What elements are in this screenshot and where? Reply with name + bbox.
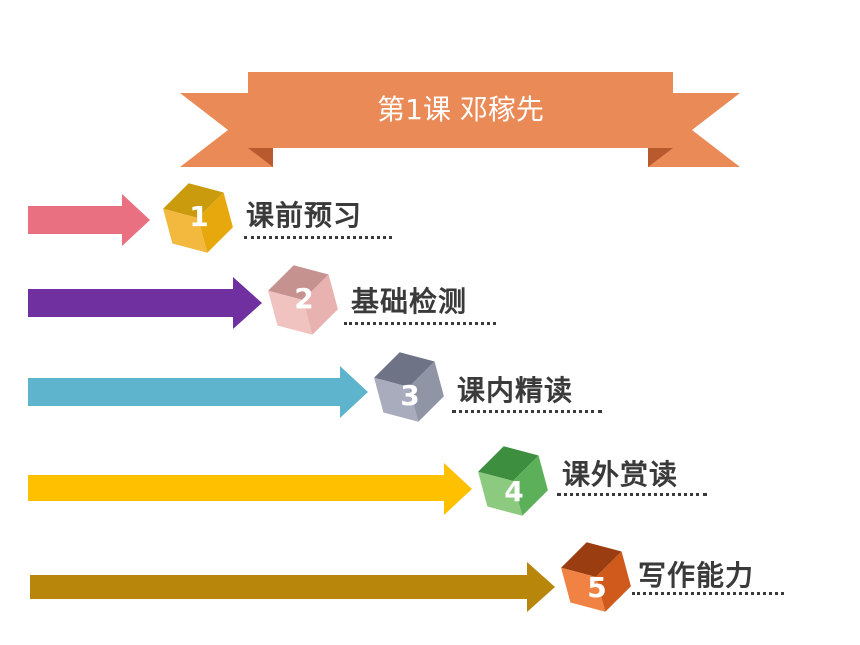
section-dots-2 bbox=[344, 322, 496, 325]
page-title: 第1课 邓稼先 bbox=[377, 93, 544, 126]
section-dots-5 bbox=[632, 592, 784, 595]
section-item-4[interactable]: 4 课外赏读 bbox=[0, 438, 860, 538]
section-label-5: 写作能力 bbox=[638, 559, 755, 592]
arrow-1 bbox=[28, 183, 233, 253]
banner-left-fold bbox=[248, 148, 273, 167]
arrow-4 bbox=[28, 446, 548, 516]
section-item-3[interactable]: 3 课内精读 bbox=[0, 341, 860, 441]
cube-1-left-face bbox=[163, 208, 208, 253]
cube-1-right-face bbox=[198, 192, 233, 253]
cube-5-top-face bbox=[561, 542, 622, 577]
banner-panel bbox=[248, 72, 673, 148]
section-dots-4 bbox=[557, 493, 707, 496]
banner-right-fold bbox=[648, 148, 673, 167]
number-cube-3 bbox=[374, 352, 444, 422]
arrow-3 bbox=[28, 352, 444, 422]
section-label-4: 课外赏读 bbox=[562, 458, 679, 491]
section-number-1: 1 bbox=[189, 200, 209, 233]
number-cube-2 bbox=[268, 265, 338, 335]
section-item-5[interactable]: 5 写作能力 bbox=[0, 532, 860, 632]
cube-2-top-face bbox=[268, 265, 329, 300]
section-item-1[interactable]: 1 课前预习 bbox=[0, 170, 860, 270]
cube-4-top-face bbox=[478, 446, 539, 481]
number-cube-4 bbox=[478, 446, 548, 516]
section-label-1: 课前预习 bbox=[246, 199, 363, 232]
section-number-3: 3 bbox=[400, 379, 420, 412]
arrow-5 bbox=[30, 542, 631, 612]
section-number-4: 4 bbox=[504, 475, 524, 508]
number-cube-1 bbox=[163, 183, 233, 253]
section-number-5: 5 bbox=[587, 571, 607, 604]
section-dots-1 bbox=[244, 236, 392, 239]
section-item-2[interactable]: 2 基础检测 bbox=[0, 253, 860, 353]
title-banner bbox=[180, 72, 740, 167]
arrow-2 bbox=[28, 265, 338, 335]
cube-1-top-face bbox=[163, 183, 224, 218]
cube-2-right-face bbox=[303, 274, 338, 335]
cube-3-left-face bbox=[374, 377, 419, 422]
cube-5-right-face bbox=[596, 551, 631, 612]
section-number-2: 2 bbox=[294, 282, 314, 315]
cube-4-right-face bbox=[513, 455, 548, 516]
section-label-3: 课内精读 bbox=[457, 374, 574, 407]
cube-4-left-face bbox=[478, 471, 523, 516]
cube-5-left-face bbox=[561, 567, 606, 612]
cube-3-right-face bbox=[409, 361, 444, 422]
cube-2-left-face bbox=[268, 290, 313, 335]
number-cube-5 bbox=[561, 542, 631, 612]
section-dots-3 bbox=[452, 410, 602, 413]
section-label-2: 基础检测 bbox=[351, 285, 468, 318]
cube-3-top-face bbox=[374, 352, 435, 387]
